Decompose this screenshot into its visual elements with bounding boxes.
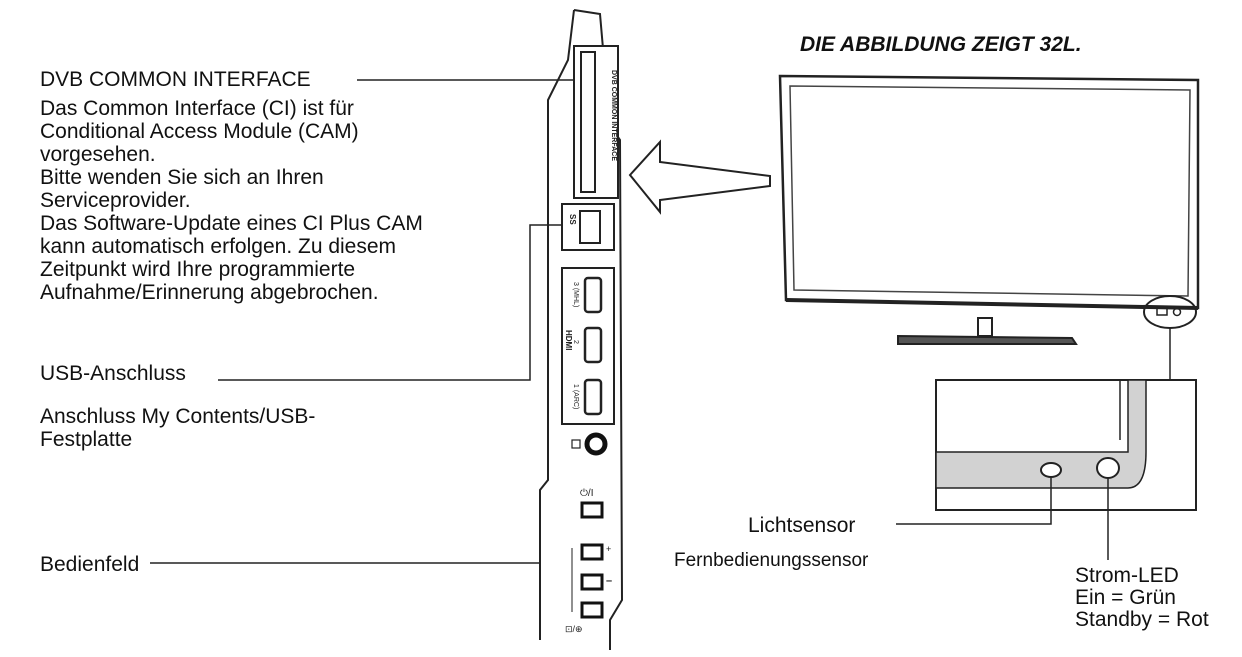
hdmi2-label: 2 bbox=[572, 340, 579, 344]
tv-front bbox=[778, 74, 1200, 380]
ci-line-8: Zeitpunkt wird Ihre programmierte bbox=[40, 258, 356, 281]
arrow-left-icon bbox=[628, 139, 771, 215]
hdmi-label: HDMI bbox=[564, 330, 573, 350]
input-button bbox=[580, 601, 604, 619]
power-button bbox=[580, 501, 604, 519]
hdmi1-label: 1 (ARC) bbox=[572, 384, 579, 409]
ci-line-9: Aufnahme/Erinnerung abgebrochen. bbox=[40, 281, 379, 304]
usb-line-2: Festplatte bbox=[40, 428, 133, 451]
hdmi-port-2 bbox=[583, 326, 603, 364]
usb-port: SS bbox=[561, 203, 615, 251]
ci-slot: DVB COMMON INTERFACE bbox=[573, 45, 619, 199]
usb-leader-line bbox=[218, 224, 578, 381]
led-line-3: Standby = Rot bbox=[1075, 608, 1209, 631]
light-sensor-leader bbox=[896, 477, 1052, 525]
usb-label: SS bbox=[568, 214, 577, 225]
remote-sensor-label: Fernbedienungssensor bbox=[674, 550, 869, 571]
ci-slot-label: DVB COMMON INTERFACE bbox=[610, 70, 617, 161]
led-line-2: Ein = Grün bbox=[1075, 586, 1176, 609]
light-sensor-icon bbox=[1040, 462, 1062, 478]
panel-label: Bedienfeld bbox=[40, 553, 140, 576]
ci-heading: DVB COMMON INTERFACE bbox=[40, 68, 311, 91]
ci-line-7: kann automatisch erfolgen. Zu diesem bbox=[40, 235, 397, 258]
ci-line-3: vorgesehen. bbox=[40, 143, 156, 166]
hdmi3-label: 3 (MHL) bbox=[572, 282, 579, 307]
sensor-zoom-box bbox=[935, 379, 1197, 511]
usb-heading: USB-Anschluss bbox=[40, 362, 186, 385]
hdmi-port-3 bbox=[583, 276, 603, 314]
figure-title: DIE ABBILDUNG ZEIGT 32L. bbox=[800, 33, 1082, 56]
ci-line-6: Das Software-Update eines CI Plus CAM bbox=[40, 212, 423, 235]
ci-line-4: Bitte wenden Sie sich an Ihren bbox=[40, 166, 324, 189]
hdmi-ports: HDMI 3 (MHL) 2 1 (ARC) bbox=[561, 267, 615, 425]
usb-line-1: Anschluss My Contents/USB- bbox=[40, 405, 316, 428]
svg-text:–: – bbox=[606, 575, 612, 587]
ci-line-5: Serviceprovider. bbox=[40, 189, 191, 212]
control-buttons: ⏻/I + – ⊡/⊕ bbox=[565, 488, 612, 634]
power-led-icon bbox=[1096, 457, 1120, 479]
volume-down-button bbox=[580, 573, 604, 591]
svg-text:+: + bbox=[606, 544, 611, 554]
volume-up-button bbox=[580, 543, 604, 561]
ci-line-1: Das Common Interface (CI) ist für bbox=[40, 97, 354, 120]
hdmi-port-1 bbox=[583, 378, 603, 416]
led-line-1: Strom-LED bbox=[1075, 564, 1179, 587]
svg-text:⊡/⊕: ⊡/⊕ bbox=[565, 624, 583, 634]
headphone-jack bbox=[571, 432, 608, 456]
ci-line-2: Conditional Access Module (CAM) bbox=[40, 120, 359, 143]
power-label: ⏻/I bbox=[580, 488, 593, 499]
light-sensor-label: Lichtsensor bbox=[748, 514, 856, 537]
